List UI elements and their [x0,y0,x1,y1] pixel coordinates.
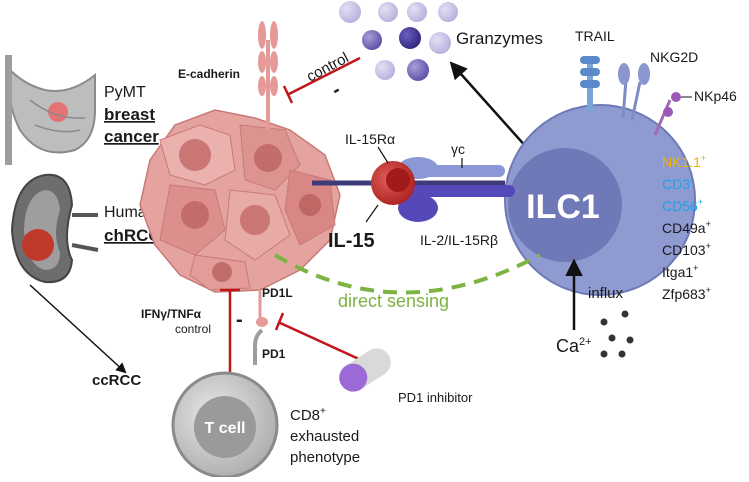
ilc1-label: ILC1 [526,188,600,226]
ilc1-cell [504,104,696,296]
granzymes-label: Granzymes [456,29,543,48]
pd1-inhibitor-label: PD1 inhibitor [398,390,473,405]
pd1-receptor [253,328,264,365]
nkp46-label: NKp46 [694,88,737,104]
il15ra-label: IL-15Rα [345,131,395,147]
cancer-label: cancer [104,127,159,146]
ilc1-marker: CD56+ [662,197,703,214]
t-cell [171,371,279,479]
trail-label: TRAIL [575,28,615,44]
nkg2d-receptor-icon [618,63,650,121]
calcium-ions [600,310,634,358]
direct-sensing-label: direct sensing [338,291,449,311]
e-cadherin-molecule [258,21,278,130]
breast-tissue-icon [5,55,96,165]
pd1-inhibitor-line [277,320,373,367]
ilc1-marker: NK1.1+ [662,153,706,170]
exhausted-label: exhausted [290,428,359,445]
ilc1-marker: CD49a+ [662,219,711,236]
ifn-control-label: control [175,322,211,336]
cd8-label: CD8+ [290,406,326,424]
ccrcc-label: ccRCC [92,372,141,389]
control-inhibition-bar [282,85,294,104]
pymt-label: PyMT [104,84,146,101]
chrcc-label: chRCC [104,226,161,245]
nkg2d-label: NKG2D [650,49,698,65]
phenotype-label: phenotype [290,449,360,466]
nkp46-receptor-icon [653,92,692,136]
ilc1-marker: Zfp683+ [662,285,711,302]
influx-label: influx [588,285,624,302]
trail-receptor-icon [580,56,600,113]
granzymes-cluster [339,1,458,81]
control-inhibition-line [286,56,361,97]
ilc1-marker: CD3- [662,175,693,192]
il15-pointer [365,204,379,223]
e-cadherin-label: E-cadherin [178,67,240,81]
kidney-icon [10,173,99,284]
t-cell-label: T cell [205,420,246,437]
pd1-label: PD1 [262,347,286,361]
calcium-label: Ca2+ [556,336,592,356]
ifn-minus-sign: - [236,309,243,331]
tumor-cell-cluster [139,109,341,293]
pd1l-molecule [256,317,268,327]
direct-sensing-arc [273,253,541,295]
ilc1-marker-list: NK1.1+ CD3- CD56+ CD49a+ CD103+ Itga1+ Zfp683+ [662,153,711,302]
ilc1-marker: Itga1+ [662,263,698,280]
breast-label: breast [104,105,155,124]
il15-label: IL-15 [328,230,375,252]
control-label: control [304,49,352,85]
gc-label: γc [451,141,465,157]
pd1-inhibitor-bar [274,312,285,331]
control-minus-sign: - [328,79,344,102]
pd1l-label: PD1L [262,286,293,300]
pd1-inhibitor-pill-icon [339,348,391,392]
ilc1-marker: CD103+ [662,241,711,258]
ifn-tnf-label: IFNγ/TNFα [141,307,202,321]
il2-il15rb-label: IL-2/IL-15Rβ [420,232,498,248]
il15-complex [371,157,515,222]
arrow-to-ccrcc [29,284,127,374]
il15ra-pointer [377,146,389,164]
